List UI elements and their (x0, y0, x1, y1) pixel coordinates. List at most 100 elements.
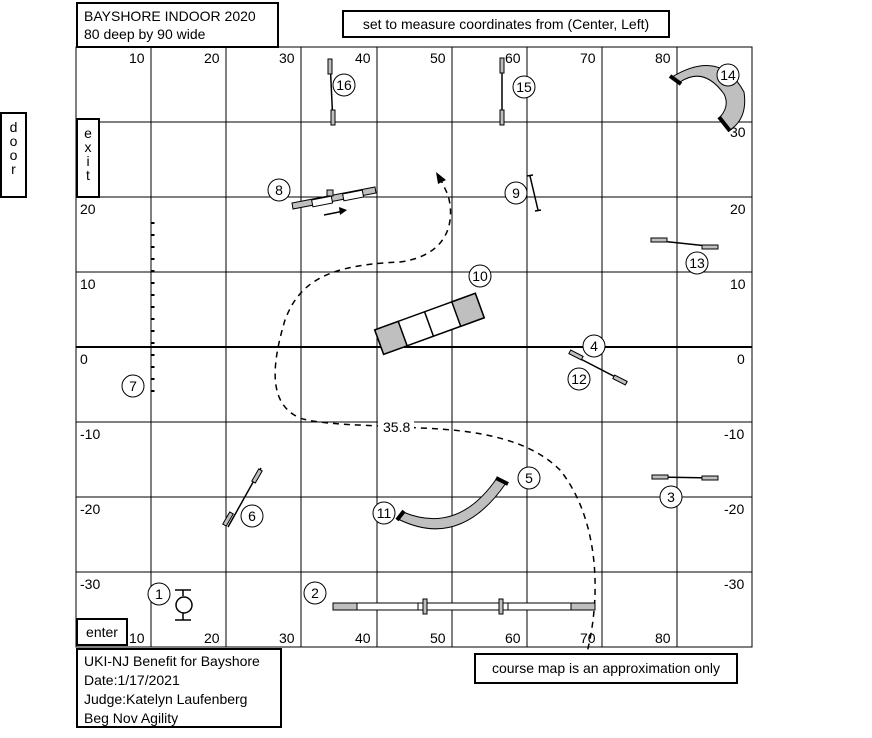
obstacle-number-6: 6 (240, 504, 264, 528)
door-letter: r (11, 161, 16, 177)
obstacle-number-3: 3 (659, 485, 683, 509)
y-right-label: 30 (730, 124, 746, 140)
y-right-label: -10 (724, 426, 744, 442)
y-left-label: -30 (80, 576, 100, 592)
event-class: Beg Nov Agility (84, 710, 179, 726)
svg-text:4: 4 (590, 338, 598, 354)
door-letter: o (9, 147, 18, 163)
svg-text:5: 5 (525, 470, 533, 486)
exit-label-box: e x i t (76, 118, 100, 198)
svg-text:6: 6 (248, 508, 256, 524)
x-bottom-label: 30 (279, 630, 295, 646)
obstacle-8-jump (291, 186, 377, 216)
svg-text:1: 1 (155, 586, 163, 602)
obstacle-number-11: 11 (372, 501, 396, 525)
svg-text:3: 3 (667, 489, 675, 505)
obstacle-number-16: 16 (332, 73, 356, 97)
course-length-bg (378, 419, 414, 435)
coordinate-setting-note: set to measure coordinates from (Center,… (342, 10, 670, 38)
course-path-arrow (436, 172, 446, 184)
door-letter: o (9, 133, 18, 149)
x-top-label: 40 (355, 50, 371, 66)
y-left-label: -20 (80, 501, 100, 517)
obstacle-number-14: 14 (716, 63, 740, 87)
svg-text:14: 14 (720, 67, 736, 83)
enter-label: enter (76, 618, 128, 646)
y-right-label: -30 (724, 576, 744, 592)
event-judge: Judge:Katelyn Laufenberg (84, 691, 248, 707)
obstacle-number-12: 12 (567, 367, 591, 391)
svg-text:13: 13 (689, 255, 705, 271)
x-axis-top-labels: 10 20 30 40 50 60 70 80 (129, 50, 671, 66)
obstacle-number-5: 5 (517, 466, 541, 490)
y-right-label: -20 (724, 501, 744, 517)
x-top-label: 80 (655, 50, 671, 66)
x-bottom-label: 60 (505, 630, 521, 646)
x-top-label: 30 (279, 50, 295, 66)
course-title: BAYSHORE INDOOR 2020 (84, 8, 256, 24)
svg-text:8: 8 (275, 182, 283, 198)
x-bottom-label: 70 (580, 630, 596, 646)
x-bottom-label: 50 (430, 630, 446, 646)
x-top-label: 20 (204, 50, 220, 66)
tunnel-end (395, 509, 406, 522)
x-top-label: 70 (580, 50, 596, 66)
obstacle-10-aframe (373, 292, 486, 356)
y-right-label: 20 (730, 201, 746, 217)
event-date: Date:1/17/2021 (84, 672, 180, 688)
door-label-box: d o o r (0, 112, 27, 198)
obstacle-number-13: 13 (685, 251, 709, 275)
obstacle-2-dogwalk (332, 598, 596, 615)
obstacle-number-10: 10 (468, 264, 492, 288)
y-left-label: -10 (80, 426, 100, 442)
svg-text:12: 12 (571, 371, 587, 387)
svg-text:2: 2 (311, 585, 319, 601)
svg-text:9: 9 (512, 185, 520, 201)
event-info-box: UKI-NJ Benefit for Bayshore Date:1/17/20… (76, 648, 282, 728)
y-right-label: 0 (737, 351, 745, 367)
tunnel-end (717, 115, 732, 133)
course-title-box: BAYSHORE INDOOR 2020 80 deep by 90 wide (76, 2, 279, 48)
obstacle-number-8: 8 (267, 178, 291, 202)
y-right-label: 10 (730, 276, 746, 292)
course-length-label: 35.8 (383, 419, 410, 435)
tunnel-end (668, 74, 683, 86)
obstacle-4-12-jump (568, 349, 628, 386)
x-top-label: 50 (430, 50, 446, 66)
obstacle-9-jump (526, 174, 542, 212)
obstacle-number-1: 1 (147, 582, 171, 606)
obstacle-number-9: 9 (504, 181, 528, 205)
obstacle-6-jump (222, 467, 263, 528)
obstacle-number-2: 2 (303, 581, 327, 605)
x-bottom-label: 40 (355, 630, 371, 646)
obstacle-number-markers: 1 2 3 4 5 6 7 8 9 10 11 12 13 14 15 16 (121, 63, 740, 606)
obstacle-number-7: 7 (121, 374, 145, 398)
obstacle-16-jump (327, 58, 336, 126)
x-top-label: 60 (505, 50, 521, 66)
y-left-label: 0 (80, 351, 88, 367)
event-name: UKI-NJ Benefit for Bayshore (84, 653, 260, 669)
y-axis-left-labels: 20 10 0 -10 -20 -30 (80, 201, 100, 592)
ring-dimensions: 80 deep by 90 wide (84, 26, 206, 42)
exit-letter: i (86, 153, 90, 169)
obstacle-3-jump (651, 474, 719, 481)
svg-text:16: 16 (336, 77, 352, 93)
svg-text:10: 10 (472, 268, 488, 284)
obstacle-13-jump (650, 237, 719, 250)
y-left-label: 20 (80, 201, 96, 217)
y-left-label: 10 (80, 276, 96, 292)
approximation-note: course map is an approximation only (474, 653, 738, 684)
exit-letter: e (84, 125, 92, 141)
x-bottom-label: 10 (129, 630, 145, 646)
tunnel-end (495, 476, 509, 486)
obstacle-15-jump (499, 57, 505, 126)
x-bottom-label: 80 (655, 630, 671, 646)
obstacle-number-4: 4 (582, 334, 606, 358)
x-top-label: 10 (129, 50, 145, 66)
svg-text:15: 15 (516, 79, 532, 95)
svg-text:11: 11 (377, 505, 392, 521)
exit-letter: x (84, 139, 92, 155)
x-axis-bottom-labels: 10 20 30 40 50 60 70 80 (129, 630, 671, 646)
door-letter: d (9, 119, 18, 135)
